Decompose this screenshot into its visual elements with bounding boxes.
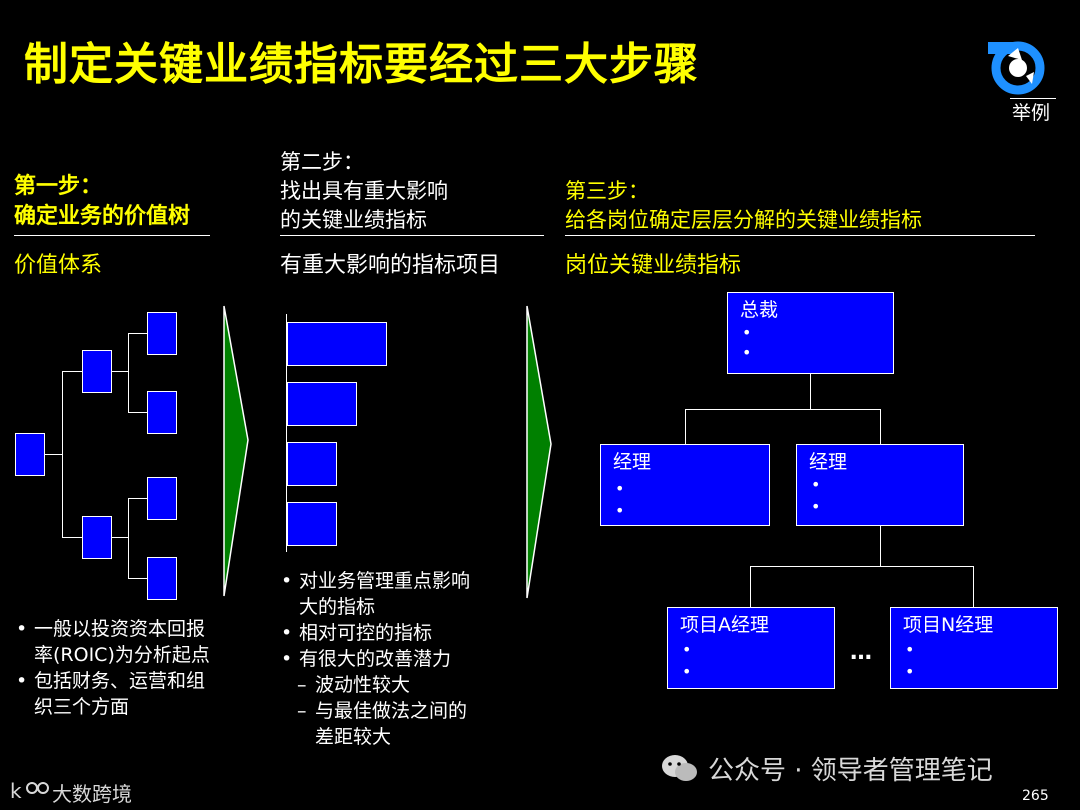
page-number: 265 [1022, 788, 1049, 804]
org-box-title: 经理 [613, 451, 652, 473]
step3-heading-line1: 第三步： [565, 179, 649, 203]
org-connector [880, 409, 881, 444]
tree-mid-node [82, 516, 112, 559]
tag-divider [1010, 98, 1056, 99]
org-connector [750, 566, 974, 567]
tree-connector [62, 371, 63, 537]
tree-connector [128, 412, 147, 413]
brand-logo-icon: k [10, 779, 49, 803]
org-connector [750, 566, 751, 607]
tree-leaf-node [147, 391, 177, 434]
org-box-bullet: • [742, 323, 752, 342]
svg-text:k: k [10, 779, 22, 803]
tree-connector [112, 371, 129, 372]
page-title: 制定关键业绩指标要经过三大步骤 [24, 39, 699, 90]
tree-connector [62, 537, 82, 538]
step1-bullets: 一般以投资资本回报 率(ROIC)为分析起点 包括财务、运营和组 织三个方面 [16, 616, 210, 720]
tree-leaf-node [147, 557, 177, 600]
dash-item: 波动性较大 [281, 672, 470, 698]
bar-axis [286, 314, 287, 552]
tree-connector [128, 578, 147, 579]
org-box-bullet: • [615, 479, 625, 498]
org-box-ceo: 总裁 • • [727, 292, 894, 374]
org-box-title: 项目A经理 [680, 614, 769, 636]
org-connector [973, 566, 974, 607]
tree-connector [128, 333, 147, 334]
tree-connector [62, 371, 82, 372]
org-box-title: 项目N经理 [903, 614, 994, 636]
step2-rule [280, 235, 544, 236]
step3-rule [565, 235, 1035, 236]
tree-connector [128, 498, 129, 578]
org-box-bullet: • [742, 343, 752, 362]
tree-leaf-node [147, 477, 177, 520]
watermark-text: 公众号 · 领导者管理笔记 [708, 756, 993, 786]
tree-connector [128, 498, 147, 499]
bullet-item: 包括财务、运营和组 [16, 668, 210, 694]
impact-bar [287, 382, 357, 426]
org-connector [810, 374, 811, 410]
step3-heading: 第三步： 给各岗位确定层层分解的关键业绩指标 [565, 177, 922, 235]
step1-subtitle: 价值体系 [14, 253, 103, 278]
org-connector [880, 526, 881, 567]
org-box-project-manager: 项目N经理 • • [890, 607, 1058, 689]
bullet-item-cont: 织三个方面 [34, 696, 130, 718]
org-box-title: 总裁 [740, 299, 779, 321]
dash-item: 与最佳做法之间的 [281, 698, 470, 724]
step2-subtitle: 有重大影响的指标项目 [280, 253, 501, 278]
tree-connector [45, 454, 63, 455]
org-box-project-manager: 项目A经理 • • [667, 607, 835, 689]
tree-mid-node [82, 350, 112, 393]
step3-subtitle: 岗位关键业绩指标 [565, 253, 742, 278]
step1-rule [14, 235, 210, 236]
step2-heading-line1: 第二步： [280, 150, 364, 174]
step3-heading-line2: 给各岗位确定层层分解的关键业绩指标 [565, 208, 922, 232]
org-ellipsis: … [850, 640, 872, 665]
org-box-bullet: • [905, 662, 915, 681]
step2-heading-line2: 找出具有重大影响 [280, 179, 448, 203]
step-arrow-2 [526, 305, 552, 599]
org-connector [685, 409, 881, 410]
step1-heading-line1: 第一步： [14, 174, 103, 199]
brand-logo-text: 大数跨境 [52, 782, 132, 806]
tree-connector [128, 333, 129, 412]
tree-leaf-node [147, 312, 177, 355]
org-box-bullet: • [682, 640, 692, 659]
step2-heading-line3: 的关键业绩指标 [280, 208, 427, 232]
bullet-item-cont: 率(ROIC)为分析起点 [34, 644, 210, 666]
tree-root-node [15, 433, 45, 476]
impact-bar [287, 442, 337, 486]
org-box-bullet: • [811, 475, 821, 494]
wechat-icon [662, 755, 697, 781]
bullet-item: 相对可控的指标 [281, 620, 470, 646]
org-box-bullet: • [811, 497, 821, 516]
example-tag: 举例 [1012, 102, 1051, 124]
tree-connector [112, 537, 129, 538]
step-arrow-1 [223, 305, 249, 597]
bullet-item: 对业务管理重点影响 [281, 568, 470, 594]
impact-bar [287, 502, 337, 546]
step1-heading-line2: 确定业务的价值树 [14, 204, 191, 229]
bullet-item: 有很大的改善潜力 [281, 646, 470, 672]
org-box-title: 经理 [809, 451, 848, 473]
cycle-icon [988, 41, 1045, 95]
org-connector [685, 409, 686, 444]
org-box-manager: 经理 • • [796, 444, 964, 526]
step2-bullets: 对业务管理重点影响 大的指标 相对可控的指标 有很大的改善潜力 波动性较大 与最… [281, 568, 470, 750]
org-box-bullet: • [682, 662, 692, 681]
impact-bar [287, 322, 387, 366]
bullet-item: 一般以投资资本回报 [16, 616, 210, 642]
org-box-bullet: • [615, 501, 625, 520]
step2-heading: 第二步： 找出具有重大影响 的关键业绩指标 [280, 148, 448, 235]
step1-heading: 第一步： 确定业务的价值树 [14, 172, 190, 232]
bullet-item-cont: 大的指标 [299, 596, 376, 618]
dash-item-cont: 差距较大 [315, 726, 392, 748]
org-box-bullet: • [905, 640, 915, 659]
org-box-manager: 经理 • • [600, 444, 770, 526]
